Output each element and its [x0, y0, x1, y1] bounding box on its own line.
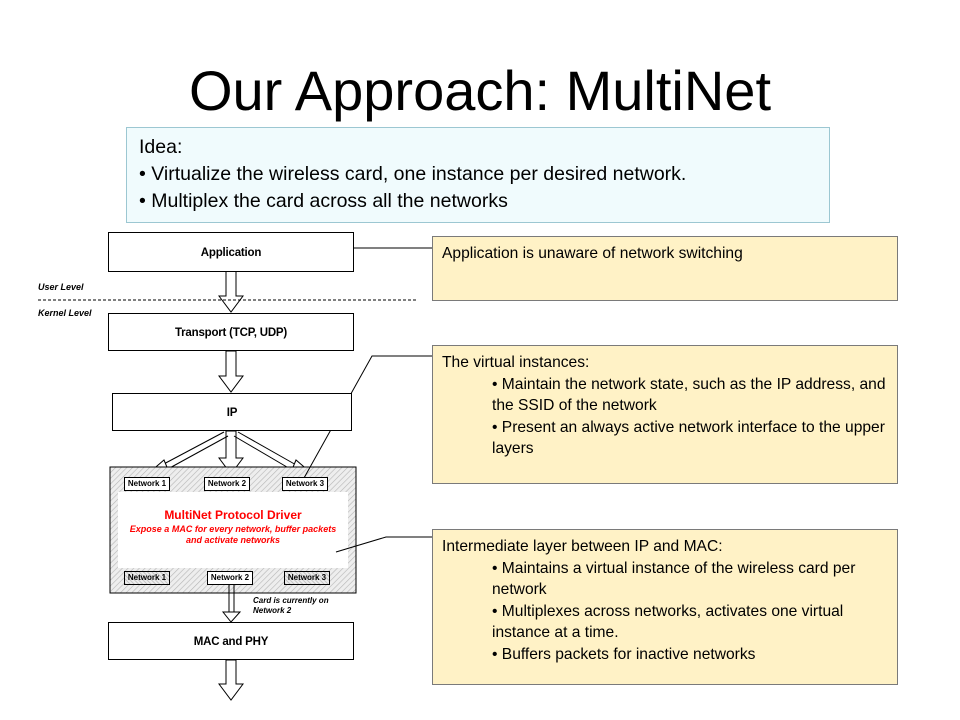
- note-intermediate-bullet: • Multiplexes across networks, activates…: [492, 602, 844, 642]
- application-box: Application: [108, 232, 354, 272]
- idea-bullet: • Multiplex the card across all the netw…: [139, 190, 508, 212]
- driver-subtitle-line: Expose a MAC for every network, buffer p…: [129, 524, 337, 534]
- card-note-line: Card is currently on: [253, 596, 329, 605]
- driver-subtitle-line: and activate networks: [185, 535, 281, 545]
- idea-box: Idea: • Virtualize the wireless card, on…: [126, 127, 830, 223]
- top-network-3: Network 3: [282, 477, 328, 491]
- bottom-network-3: Network 3: [284, 571, 330, 585]
- ip-box: IP: [112, 393, 352, 431]
- note-intermediate-heading: Intermediate layer between IP and MAC:: [442, 538, 723, 555]
- top-network-2: Network 2: [204, 477, 250, 491]
- note-intermediate-bullet: • Buffers packets for inactive networks: [492, 645, 756, 663]
- driver-subtitle: Expose a MAC for every network, buffer p…: [110, 524, 356, 546]
- note-application: Application is unaware of network switch…: [432, 236, 898, 301]
- note-application-text: Application is unaware of network switch…: [442, 245, 743, 262]
- card-status-note: Card is currently on Network 2: [253, 596, 329, 616]
- driver-title: MultiNet Protocol Driver: [164, 508, 302, 522]
- mac-phy-box: MAC and PHY: [108, 622, 354, 660]
- top-network-1: Network 1: [124, 477, 170, 491]
- idea-bullet: • Virtualize the wireless card, one inst…: [139, 163, 687, 185]
- layer-arrows: [218, 270, 244, 701]
- note-virtual-bullet: • Maintain the network state, such as th…: [492, 375, 886, 415]
- note-intermediate-layer: Intermediate layer between IP and MAC: •…: [432, 529, 898, 685]
- idea-heading: Idea:: [139, 136, 183, 158]
- note-virtual-heading: The virtual instances:: [442, 354, 590, 371]
- slide-title: Our Approach: MultiNet: [188, 59, 772, 122]
- bottom-network-1: Network 1: [124, 571, 170, 585]
- user-level-label: User Level: [38, 282, 84, 292]
- transport-box: Transport (TCP, UDP): [108, 313, 354, 351]
- note-intermediate-bullet: • Maintains a virtual instance of the wi…: [492, 559, 856, 599]
- card-note-line: Network 2: [253, 606, 292, 615]
- kernel-level-label: Kernel Level: [38, 308, 92, 318]
- arrow-transport-ip: [218, 350, 244, 393]
- arrow-app-transport: [218, 270, 244, 313]
- note-virtual-bullet: • Present an always active network inter…: [492, 418, 885, 458]
- bottom-network-2: Network 2: [207, 571, 253, 585]
- arrow-mac-out: [218, 659, 244, 701]
- note-virtual-instances: The virtual instances: • Maintain the ne…: [432, 345, 898, 484]
- card-arrow: [221, 584, 242, 623]
- arrow-ip-net2: [218, 430, 244, 475]
